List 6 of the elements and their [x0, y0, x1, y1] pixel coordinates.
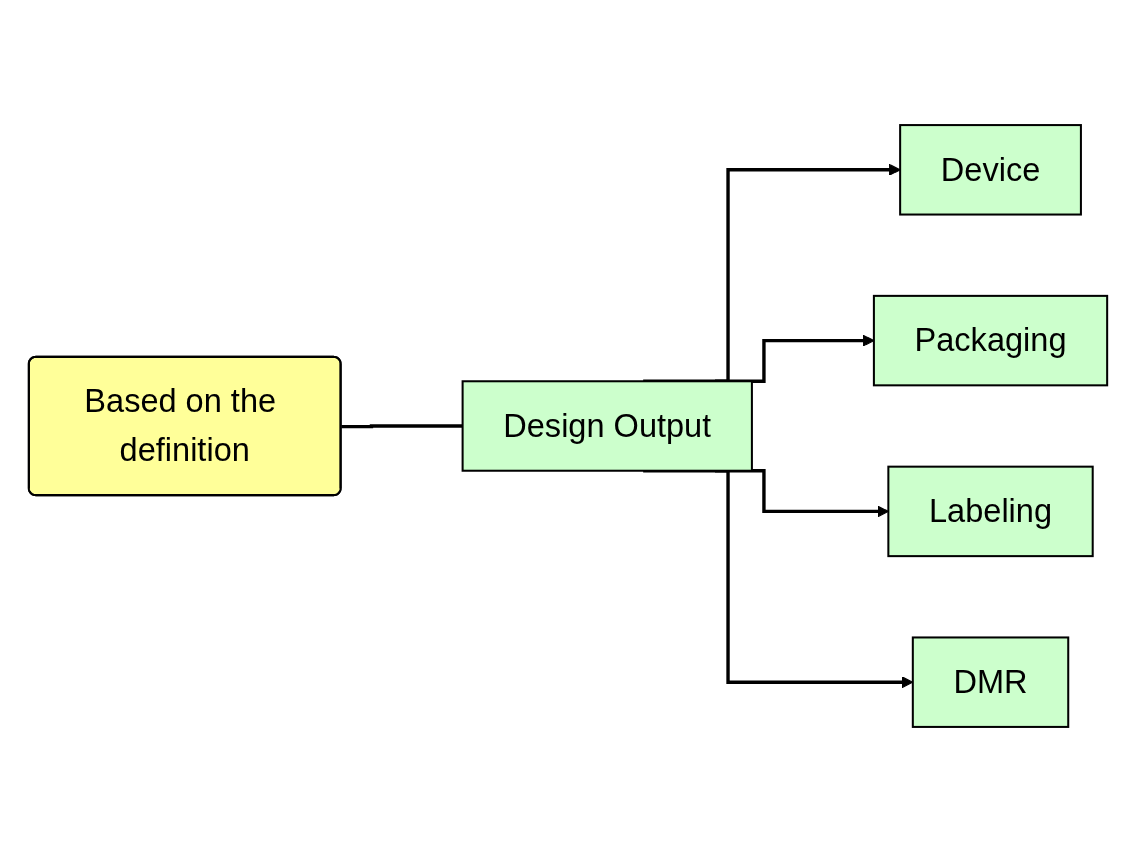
node-box: DMR — [911, 636, 1070, 728]
node-box: Labeling — [887, 465, 1094, 558]
node-box: Design Output — [461, 380, 753, 472]
node-box: Device — [899, 124, 1082, 216]
node-box: Packaging — [872, 294, 1109, 387]
connector — [341, 424, 463, 429]
